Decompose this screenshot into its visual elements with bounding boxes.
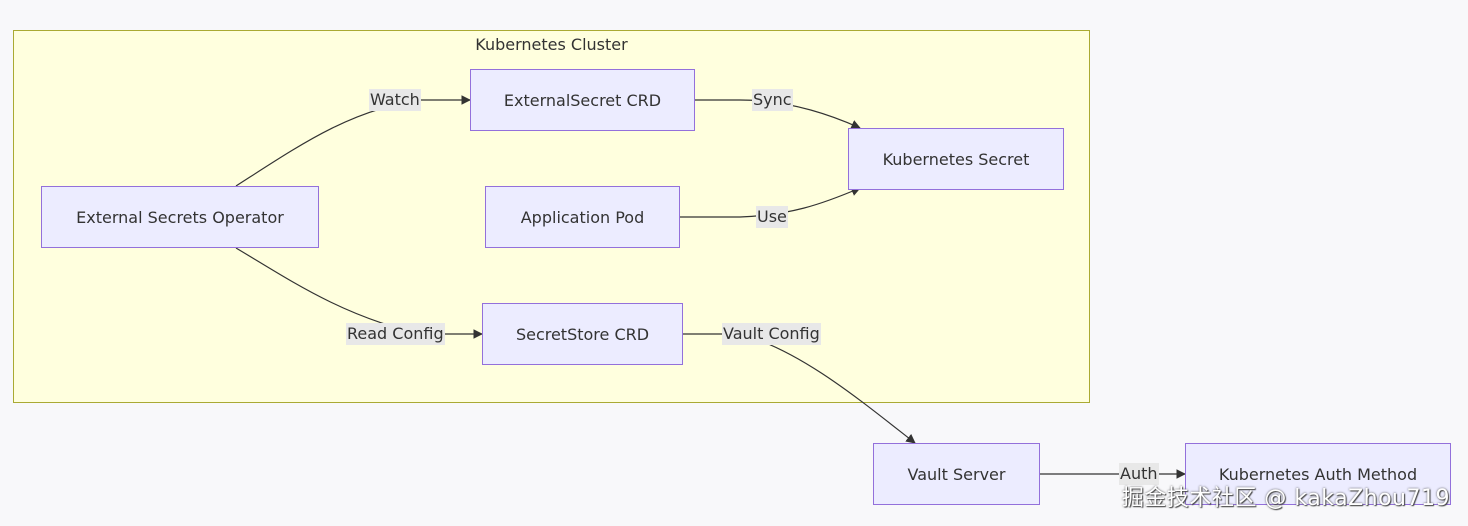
node-external-secrets-operator[interactable]: External Secrets Operator [41,186,319,248]
edge-watch [235,95,471,187]
cluster-title: Kubernetes Cluster [475,35,628,54]
node-externalsecret-crd[interactable]: ExternalSecret CRD [470,69,695,131]
edge-label-watch: Watch [369,89,421,111]
edge-label-sync: Sync [752,89,793,111]
edge-read-config [235,247,483,339]
edge-label-auth: Auth [1119,463,1159,485]
edge-label-vault-config: Vault Config [722,323,821,345]
node-application-pod[interactable]: Application Pod [485,186,680,248]
node-kubernetes-auth-method[interactable]: Kubernetes Auth Method [1185,443,1451,505]
node-kubernetes-secret[interactable]: Kubernetes Secret [848,128,1064,190]
edge-use [680,186,861,218]
edge-vault-config [683,333,916,444]
edge-label-use: Use [756,206,788,228]
edge-sync [695,99,861,129]
node-secretstore-crd[interactable]: SecretStore CRD [482,303,683,365]
edge-label-read-config: Read Config [346,323,445,345]
watermark: 掘金技术社区 @ kakaZhou719 [1121,486,1450,511]
node-vault-server[interactable]: Vault Server [873,443,1040,505]
